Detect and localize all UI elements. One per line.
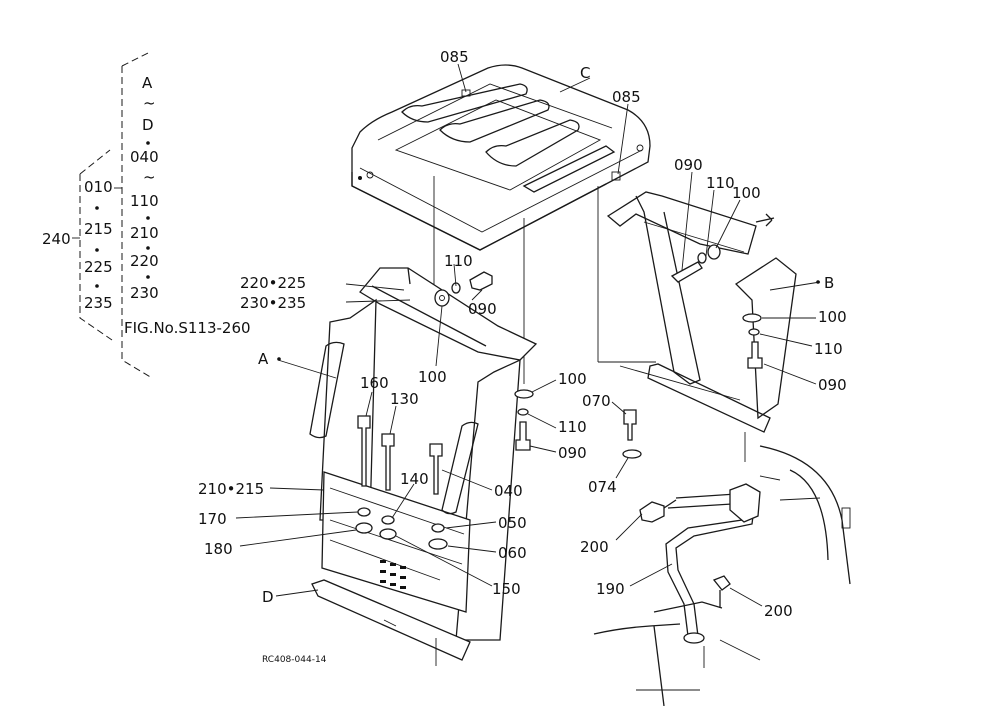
svg-text:~: ~: [143, 94, 156, 112]
label-190: 190: [596, 580, 625, 598]
label-110-B: 110: [814, 340, 843, 358]
label-060: 060: [498, 544, 527, 562]
canopy-roof: [351, 64, 651, 251]
drawing-code: RC408-044-14: [262, 655, 327, 665]
label-170: 170: [198, 510, 227, 528]
label-C: C: [580, 64, 590, 82]
label-230-list: 230: [130, 284, 159, 302]
label-010: 010: [84, 178, 113, 196]
label-085-top: 085: [440, 48, 469, 66]
label-A-list: A: [142, 74, 153, 92]
label-160: 160: [360, 374, 389, 392]
label-180: 180: [204, 540, 233, 558]
label-130: 130: [390, 390, 419, 408]
label-110-list: 110: [130, 192, 159, 210]
label-210-215: 210•215: [198, 480, 264, 498]
label-050: 050: [498, 514, 527, 532]
label-230-235: 230•235: [240, 294, 306, 312]
hardware: [355, 244, 763, 608]
leader-lines: [235, 63, 821, 607]
label-090-mid: 090: [468, 300, 497, 318]
label-210-list: 210: [130, 224, 159, 242]
label-220-225: 220•225: [240, 274, 306, 292]
label-110-stack: 110: [558, 418, 587, 436]
fig-number: FIG.No.S113-260: [124, 319, 251, 337]
label-D-list: D: [142, 116, 154, 134]
label-100-rear: 100: [732, 184, 761, 202]
svg-text:~: ~: [143, 168, 156, 186]
exhaust-pipe: [665, 483, 761, 668]
label-040: 040: [494, 482, 523, 500]
bolt-icon: [670, 261, 703, 283]
callout-labels: 085 C 085 090 110 100 B 100 110 090 220•…: [198, 48, 847, 665]
label-225: 225: [84, 258, 113, 276]
label-090-rear: 090: [674, 156, 703, 174]
label-140: 140: [400, 470, 429, 488]
label-090-B: 090: [818, 376, 847, 394]
label-070: 070: [582, 392, 611, 410]
label-B: B: [824, 274, 834, 292]
label-085-right: 085: [612, 88, 641, 106]
label-090-stack: 090: [558, 444, 587, 462]
base-plate: [311, 579, 471, 666]
label-240: 240: [42, 230, 71, 248]
label-100-mid: 100: [418, 368, 447, 386]
label-200-right: 200: [764, 602, 793, 620]
label-D: D: [262, 588, 274, 606]
label-220-list: 220: [130, 252, 159, 270]
rear-frame: [606, 191, 797, 462]
front-frame: [309, 267, 538, 641]
label-110-rear: 110: [706, 174, 735, 192]
label-040-list: 040: [130, 148, 159, 166]
label-074: 074: [588, 478, 617, 496]
label-100-stack: 100: [558, 370, 587, 388]
fender-outline: [593, 445, 851, 706]
grille: [380, 560, 406, 589]
label-235: 235: [84, 294, 113, 312]
label-A: A: [258, 350, 269, 368]
bracket-list: 240 010 215 225 235 A ~ D 040 ~ 110 210 …: [42, 51, 251, 379]
label-110-mid: 110: [444, 252, 473, 270]
washer-icon: [434, 289, 450, 307]
label-215: 215: [84, 220, 113, 238]
label-150: 150: [492, 580, 521, 598]
label-100-B: 100: [818, 308, 847, 326]
label-200-left: 200: [580, 538, 609, 556]
